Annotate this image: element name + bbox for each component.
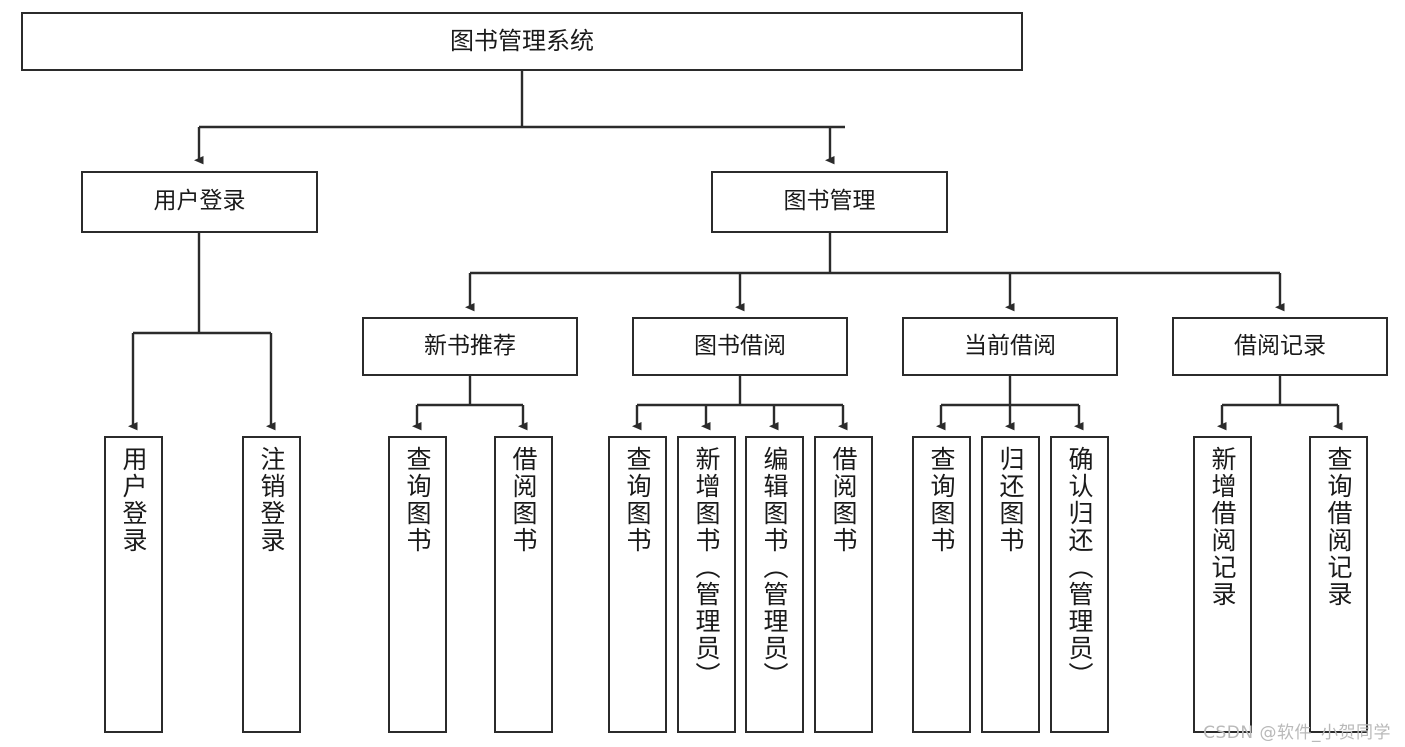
node-label: 用户登录 (153, 188, 246, 215)
leaf-book-borrow-borrow-book[interactable]: 借阅图书 (814, 436, 873, 733)
node-label: 图书借阅 (694, 332, 786, 359)
leaf-current-borrow-confirm-return[interactable]: 确认归还（管理员） (1050, 436, 1109, 733)
node-label: 图书管理系统 (450, 27, 594, 56)
leaf-borrow-record-query-record[interactable]: 查询借阅记录 (1309, 436, 1368, 733)
node-label: 归还图书 (996, 446, 1025, 554)
node-borrowing-record[interactable]: 借阅记录 (1172, 317, 1388, 376)
node-label: 新增借阅记录 (1208, 446, 1237, 608)
node-root-book-management-system[interactable]: 图书管理系统 (21, 12, 1023, 71)
node-label: 当前借阅 (964, 332, 1056, 359)
node-current-borrowing[interactable]: 当前借阅 (902, 317, 1118, 376)
node-label: 用户登录 (119, 446, 148, 554)
leaf-user-login-login[interactable]: 用户登录 (104, 436, 163, 733)
node-label: 借阅图书 (829, 446, 858, 554)
node-label: 查询借阅记录 (1324, 446, 1353, 608)
node-label: 图书管理 (783, 188, 876, 215)
csdn-watermark: CSDN @软件_小贺同学 (1203, 723, 1391, 743)
leaf-new-book-query-book[interactable]: 查询图书 (388, 436, 447, 733)
node-label: 查询图书 (403, 446, 432, 554)
leaf-book-borrow-add-book[interactable]: 新增图书（管理员） (677, 436, 736, 733)
node-label: 确认归还（管理员） (1065, 446, 1094, 689)
node-user-login[interactable]: 用户登录 (81, 171, 318, 233)
node-label: 注销登录 (257, 446, 286, 554)
node-label: 查询图书 (927, 446, 956, 554)
node-label: 新书推荐 (424, 332, 516, 359)
leaf-current-borrow-return-book[interactable]: 归还图书 (981, 436, 1040, 733)
leaf-book-borrow-edit-book[interactable]: 编辑图书（管理员） (745, 436, 804, 733)
node-book-management[interactable]: 图书管理 (711, 171, 948, 233)
leaf-book-borrow-query-book[interactable]: 查询图书 (608, 436, 667, 733)
leaf-current-borrow-query-book[interactable]: 查询图书 (912, 436, 971, 733)
node-label: 编辑图书（管理员） (760, 446, 789, 689)
node-label: 借阅记录 (1234, 332, 1326, 359)
leaf-new-book-borrow-book[interactable]: 借阅图书 (494, 436, 553, 733)
leaf-borrow-record-add-record[interactable]: 新增借阅记录 (1193, 436, 1252, 733)
leaf-user-login-logout[interactable]: 注销登录 (242, 436, 301, 733)
node-label: 新增图书（管理员） (692, 446, 721, 689)
node-label: 借阅图书 (509, 446, 538, 554)
node-new-book-recommendation[interactable]: 新书推荐 (362, 317, 578, 376)
node-label: 查询图书 (623, 446, 652, 554)
node-book-borrowing[interactable]: 图书借阅 (632, 317, 848, 376)
